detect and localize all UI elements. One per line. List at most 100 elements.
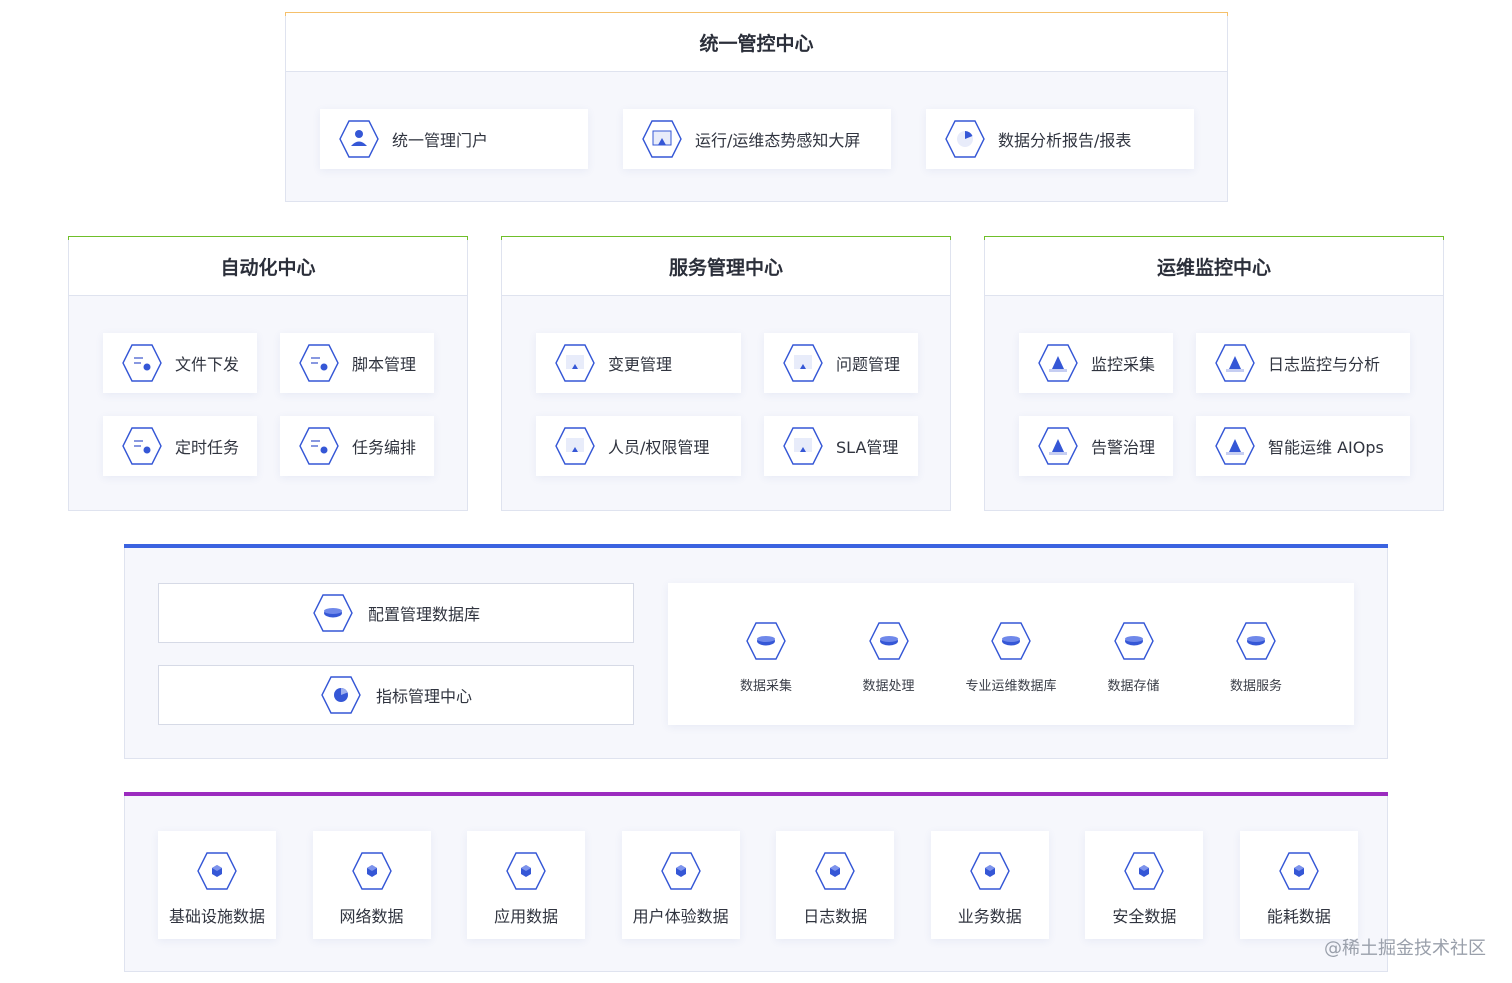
cmdb-card[interactable]: 配置管理数据库 bbox=[158, 583, 634, 643]
module-label: 指标管理中心 bbox=[375, 687, 472, 706]
source-card-log[interactable]: 日志数据 bbox=[776, 831, 895, 939]
module-card-alert-governance[interactable]: 告警治理 bbox=[1019, 416, 1173, 476]
source-card-network[interactable]: 网络数据 bbox=[312, 831, 431, 939]
module-card-unified-portal[interactable]: 统一管理门户 bbox=[320, 109, 588, 169]
module-label: 问题管理 bbox=[836, 355, 901, 374]
monitor-icon bbox=[641, 119, 683, 159]
source-label: 业务数据 bbox=[957, 907, 1022, 926]
source-card-business[interactable]: 业务数据 bbox=[930, 831, 1049, 939]
data-sources-panel: 基础设施数据 网络数据 应用数据 用户体验数据 bbox=[124, 792, 1388, 972]
cube-icon bbox=[196, 851, 238, 891]
screen-icon bbox=[554, 426, 596, 466]
pipeline-step-collection[interactable]: 数据采集 bbox=[711, 621, 821, 694]
watermark: @稀土掘金技术社区 bbox=[1324, 938, 1486, 959]
user-icon bbox=[338, 119, 380, 159]
pipeline-label: 数据服务 bbox=[1229, 679, 1282, 694]
database-icon bbox=[1113, 621, 1155, 661]
source-label: 安全数据 bbox=[1112, 907, 1177, 926]
module-label: 配置管理数据库 bbox=[367, 605, 480, 624]
cube-icon bbox=[969, 851, 1011, 891]
module-label: SLA管理 bbox=[836, 438, 899, 457]
module-card-script-management[interactable]: 脚本管理 bbox=[280, 333, 434, 393]
pipeline-row: 数据采集 数据处理 专业运维数据库 bbox=[711, 621, 1311, 694]
source-card-energy[interactable]: 能耗数据 bbox=[1239, 831, 1358, 939]
task-icon bbox=[121, 343, 163, 383]
pie-chart-icon bbox=[320, 675, 362, 715]
module-label: 脚本管理 bbox=[352, 355, 417, 374]
pipeline-step-storage[interactable]: 数据存储 bbox=[1079, 621, 1189, 694]
ops-monitoring-center-panel: 运维监控中心 监控采集 日志监控与分析 告警治理 智能运维 AIOps bbox=[984, 236, 1444, 511]
pie-chart-icon bbox=[944, 119, 986, 159]
module-card-scheduled-task[interactable]: 定时任务 bbox=[103, 416, 257, 476]
task-icon bbox=[298, 426, 340, 466]
screen-icon bbox=[782, 343, 824, 383]
database-icon bbox=[1235, 621, 1277, 661]
task-icon bbox=[121, 426, 163, 466]
cube-icon bbox=[351, 851, 393, 891]
module-card-monitoring-collection[interactable]: 监控采集 bbox=[1019, 333, 1173, 393]
database-icon bbox=[312, 593, 354, 633]
source-card-application[interactable]: 应用数据 bbox=[467, 831, 586, 939]
module-label: 任务编排 bbox=[352, 438, 417, 457]
unified-control-center-title: 统一管控中心 bbox=[286, 13, 1227, 72]
cube-icon bbox=[505, 851, 547, 891]
module-label: 告警治理 bbox=[1091, 438, 1156, 457]
ops-monitoring-center-title: 运维监控中心 bbox=[985, 237, 1443, 296]
source-label: 用户体验数据 bbox=[632, 907, 729, 926]
data-pipeline-box: 数据采集 数据处理 专业运维数据库 bbox=[668, 583, 1354, 725]
data-layer-panel: 配置管理数据库 指标管理中心 数据采集 bbox=[124, 544, 1388, 759]
service-management-center-panel: 服务管理中心 变更管理 问题管理 人员/权限管理 SLA管理 bbox=[501, 236, 951, 511]
pipeline-label: 数据采集 bbox=[739, 679, 792, 694]
module-label: 统一管理门户 bbox=[392, 131, 489, 150]
cube-icon bbox=[1278, 851, 1320, 891]
module-card-personnel-permission[interactable]: 人员/权限管理 bbox=[536, 416, 741, 476]
pipeline-step-processing[interactable]: 数据处理 bbox=[834, 621, 944, 694]
module-label: 文件下发 bbox=[175, 355, 240, 374]
source-label: 应用数据 bbox=[494, 907, 559, 926]
data-sources-row: 基础设施数据 网络数据 应用数据 用户体验数据 bbox=[158, 831, 1358, 939]
alert-triangle-icon bbox=[1214, 426, 1256, 466]
cube-icon bbox=[1123, 851, 1165, 891]
module-label: 智能运维 AIOps bbox=[1268, 438, 1384, 457]
database-icon bbox=[745, 621, 787, 661]
module-card-problem-management[interactable]: 问题管理 bbox=[764, 333, 918, 393]
data-sources-accent-bar bbox=[124, 792, 1388, 796]
unified-control-center-panel: 统一管控中心 统一管理门户 运行/运维态势感知大屏 数据分析报告/报表 bbox=[285, 12, 1228, 202]
source-card-security[interactable]: 安全数据 bbox=[1085, 831, 1204, 939]
source-label: 日志数据 bbox=[803, 907, 868, 926]
module-card-data-analysis-report[interactable]: 数据分析报告/报表 bbox=[926, 109, 1194, 169]
service-management-center-title: 服务管理中心 bbox=[502, 237, 950, 296]
metrics-center-card[interactable]: 指标管理中心 bbox=[158, 665, 634, 725]
module-label: 运行/运维态势感知大屏 bbox=[695, 131, 861, 150]
module-card-aiops[interactable]: 智能运维 AIOps bbox=[1196, 416, 1410, 476]
data-layer-accent-bar bbox=[124, 544, 1388, 548]
automation-center-title: 自动化中心 bbox=[69, 237, 467, 296]
module-label: 变更管理 bbox=[608, 355, 673, 374]
database-icon bbox=[868, 621, 910, 661]
module-label: 定时任务 bbox=[175, 438, 240, 457]
pipeline-label: 数据处理 bbox=[862, 679, 915, 694]
module-card-change-management[interactable]: 变更管理 bbox=[536, 333, 741, 393]
source-card-user-experience[interactable]: 用户体验数据 bbox=[621, 831, 740, 939]
module-card-sla-management[interactable]: SLA管理 bbox=[764, 416, 918, 476]
automation-center-panel: 自动化中心 文件下发 脚本管理 定时任务 bbox=[68, 236, 468, 511]
source-card-infrastructure[interactable]: 基础设施数据 bbox=[158, 831, 276, 939]
alert-triangle-icon bbox=[1214, 343, 1256, 383]
task-icon bbox=[298, 343, 340, 383]
module-card-log-monitoring-analysis[interactable]: 日志监控与分析 bbox=[1196, 333, 1410, 393]
source-label: 能耗数据 bbox=[1266, 907, 1331, 926]
pipeline-step-ops-database[interactable]: 专业运维数据库 bbox=[956, 621, 1066, 694]
pipeline-step-service[interactable]: 数据服务 bbox=[1201, 621, 1311, 694]
module-card-situation-screen[interactable]: 运行/运维态势感知大屏 bbox=[623, 109, 891, 169]
screen-icon bbox=[554, 343, 596, 383]
module-label: 人员/权限管理 bbox=[608, 438, 710, 457]
pipeline-label: 数据存储 bbox=[1107, 679, 1160, 694]
module-label: 日志监控与分析 bbox=[1268, 355, 1381, 374]
module-card-file-distribution[interactable]: 文件下发 bbox=[103, 333, 257, 393]
module-label: 数据分析报告/报表 bbox=[998, 131, 1132, 150]
screen-icon bbox=[782, 426, 824, 466]
source-label: 网络数据 bbox=[339, 907, 404, 926]
module-card-task-orchestration[interactable]: 任务编排 bbox=[280, 416, 434, 476]
alert-triangle-icon bbox=[1037, 426, 1079, 466]
cube-icon bbox=[814, 851, 856, 891]
